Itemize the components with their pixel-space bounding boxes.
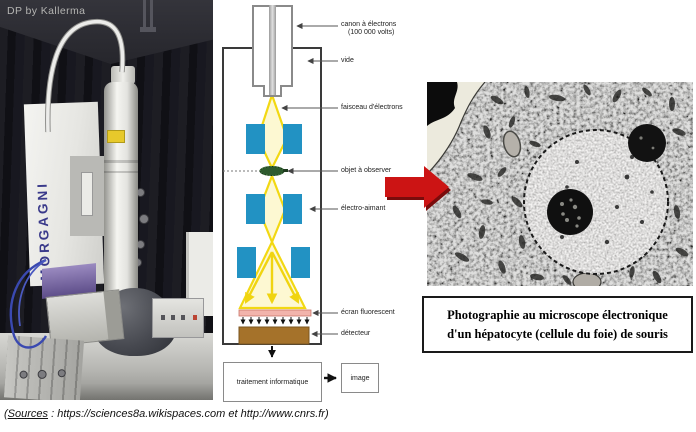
rack-knob	[57, 368, 67, 378]
ceiling-pipe-elbow	[140, 27, 156, 32]
hepatocyte-micrograph	[427, 82, 693, 286]
sources-open: (	[4, 408, 8, 420]
photo-watermark: DP by Kallerma	[7, 5, 86, 17]
processing-box: traitement informatique	[223, 362, 322, 402]
control-button	[181, 315, 185, 320]
side-unit	[70, 156, 104, 236]
column-ring	[104, 160, 138, 163]
heterochromatin-body	[628, 124, 666, 162]
organelle-light-oval	[502, 130, 522, 158]
caption-line2: d'un hépatocyte (cellule du foie) de sou…	[447, 326, 668, 341]
electron-gun-filament	[269, 5, 276, 95]
label-vacuum: vide	[341, 57, 354, 64]
label-electron-gun: canon à électrons (100 000 volts)	[341, 21, 396, 37]
heterochromatin-pore	[651, 146, 655, 150]
sources-line: (Sources : https://sciences8a.wikispaces…	[4, 408, 329, 420]
mitochondria-cluster	[452, 84, 689, 285]
control-button	[171, 315, 175, 320]
label-electron-beam: faisceau d'électrons	[341, 104, 403, 111]
label-electron-gun-line2: (100 000 volts)	[348, 29, 395, 36]
side-unit-slot	[81, 172, 93, 216]
rack-knob	[19, 370, 28, 379]
control-rack	[3, 335, 85, 400]
cell-membrane-edge	[427, 82, 486, 175]
ceiling-pipe	[150, 0, 153, 30]
micrograph-caption: Photographie au microscope électronique …	[422, 296, 693, 353]
label-fluorescent-screen: écran fluorescent	[341, 309, 395, 316]
label-electromagnet: électro-aimant	[341, 205, 386, 212]
microscope-photo: MORGAGNI DP by Kallerma	[0, 0, 213, 400]
heterochromatin-pore	[639, 136, 643, 140]
warning-label	[107, 130, 125, 143]
sources-label: Sources	[7, 408, 49, 420]
micrograph-art	[427, 82, 693, 286]
label-detector: détecteur	[341, 330, 371, 337]
ceiling-pipe	[143, 0, 146, 28]
microscope-column	[104, 82, 138, 294]
caption-line1: Photographie au microscope électronique	[447, 307, 668, 322]
label-electron-gun-line1: canon à électrons	[341, 21, 397, 28]
nucleolus	[547, 189, 593, 235]
control-button-red	[193, 315, 197, 320]
control-button	[161, 315, 165, 320]
bench-control-box	[152, 298, 204, 338]
sources-urls: : https://sciences8a.wikispaces.com et h…	[48, 408, 329, 420]
label-object: objet à observer	[341, 167, 392, 174]
corner-dark-blob	[427, 82, 458, 126]
image-box: image	[341, 363, 379, 393]
brand-label: MORGAGNI	[34, 180, 54, 281]
nucleolus-pores	[560, 198, 581, 228]
column-knob	[139, 214, 149, 224]
column-ring	[104, 171, 138, 173]
rack-knob	[37, 369, 47, 380]
nuclear-envelope	[523, 129, 669, 275]
